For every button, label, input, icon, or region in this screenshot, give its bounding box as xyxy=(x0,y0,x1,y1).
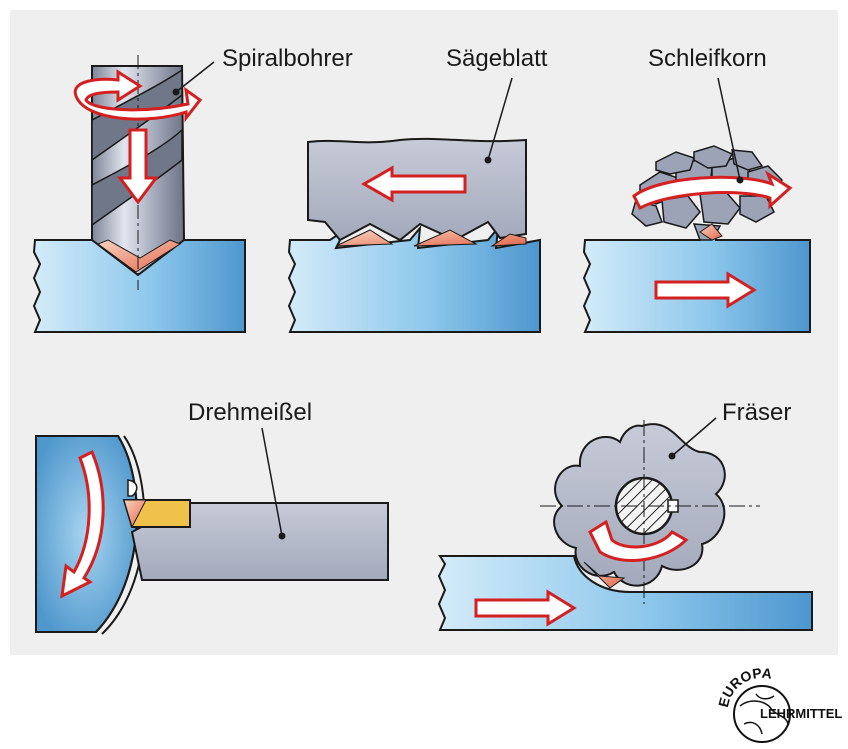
twist-drill-illustration: Spiralbohrer xyxy=(32,45,353,333)
saw-blade-leader xyxy=(487,77,513,161)
milling-feed-arrow xyxy=(474,589,577,627)
turning-rotation-arrow xyxy=(60,449,105,599)
milling-rotation-arrow xyxy=(588,519,689,562)
saw-blade-label: Sägeblatt xyxy=(446,45,548,72)
turning-tool-leader xyxy=(261,427,283,537)
milling-cutter-label: Fräser xyxy=(722,399,791,426)
milling-cutter-illustration: Fräser xyxy=(437,399,813,631)
abrasive-grain-illustration: Schleifkorn xyxy=(582,45,811,333)
saw-blade-illustration: Sägeblatt xyxy=(287,45,548,333)
logo-wordmark: LEHRMITTEL xyxy=(760,706,842,721)
turning-tool-illustration: Drehmeißel xyxy=(35,399,389,635)
abrasive-grain-label: Schleifkorn xyxy=(648,45,767,72)
twist-drill-label: Spiralbohrer xyxy=(222,45,353,72)
logo-globe xyxy=(733,685,791,743)
milling-cutter-leader xyxy=(671,417,717,457)
saw-direction-arrow xyxy=(360,165,467,203)
grinding-feed-arrow xyxy=(654,271,757,309)
grinding-workpiece xyxy=(582,226,811,333)
abrasive-grain-leader xyxy=(717,77,741,181)
drill-rotation-arrow xyxy=(73,69,203,123)
turning-tool-label: Drehmeißel xyxy=(188,399,312,426)
drill-workpiece xyxy=(32,239,246,333)
europa-lehrmittel-logo: EUROPA LEHRMITTEL xyxy=(715,665,842,743)
twist-drill-leader xyxy=(175,61,215,93)
drill-chip xyxy=(96,239,182,273)
grinding-rotation-arrow xyxy=(632,170,793,211)
drill-feed-arrow xyxy=(117,128,159,205)
